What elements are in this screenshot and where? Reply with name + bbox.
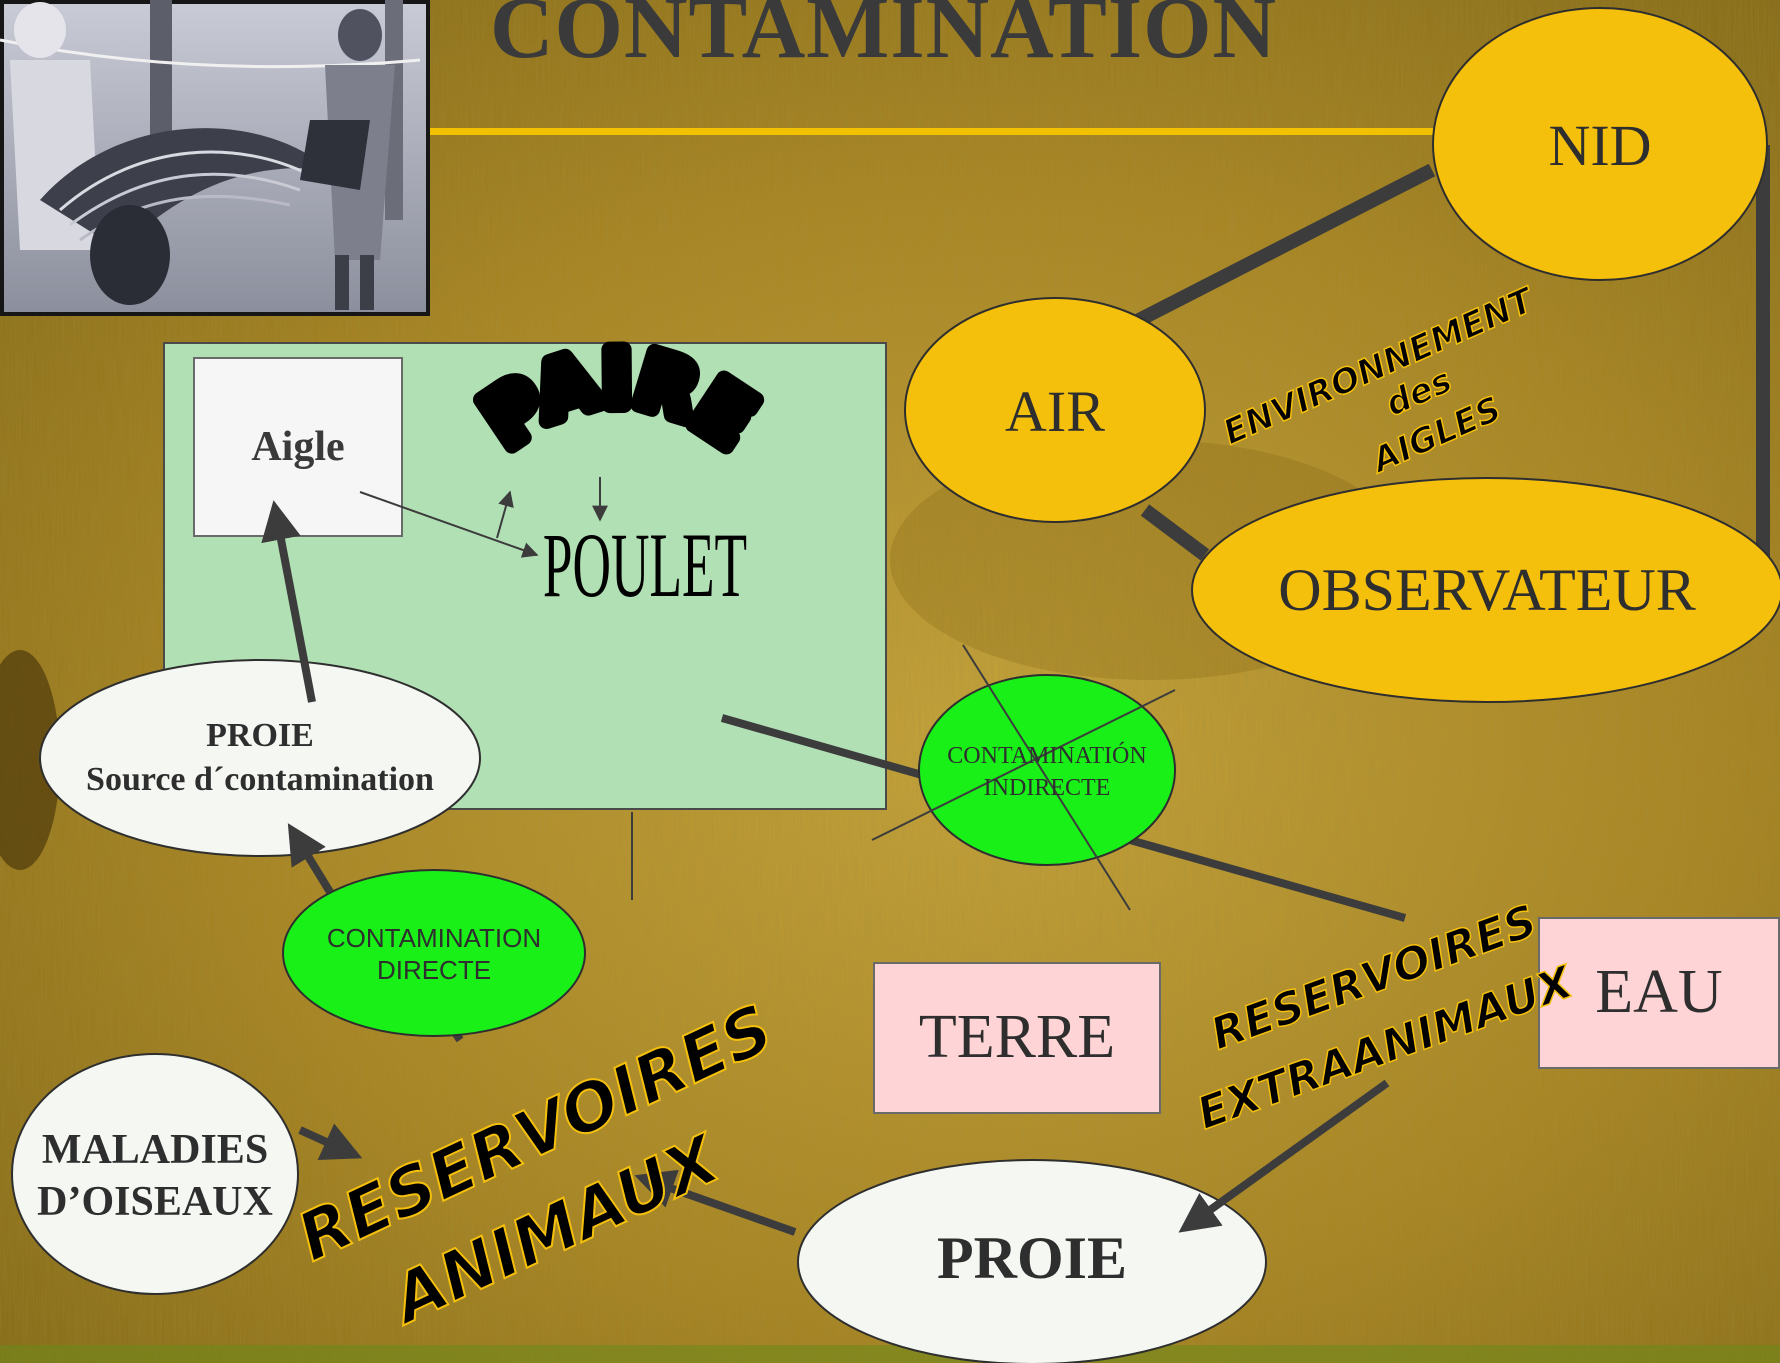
contamination-directe-line2: DIRECTE bbox=[376, 955, 492, 985]
connector-paire-indirecte bbox=[720, 714, 924, 779]
proie-source-line1: PROIE bbox=[206, 717, 314, 754]
proie-source-node bbox=[39, 659, 481, 857]
terre-label: TERRE bbox=[918, 1003, 1116, 1071]
observateur-label: OBSERVATEUR bbox=[1278, 557, 1696, 623]
observateur-node bbox=[1191, 477, 1780, 703]
connector-air-observateur bbox=[1140, 504, 1210, 561]
maladies-label: MALADIES D’OISEAUX bbox=[12, 1124, 298, 1228]
connector-nid-air bbox=[1096, 163, 1436, 347]
contamination-indirecte-line2: INDIRECTE bbox=[983, 775, 1111, 801]
reservoires-animaux-wordart: RESERVOIRES ANIMAUX bbox=[285, 989, 785, 1342]
arrow-proie-reservoires bbox=[634, 1169, 797, 1236]
contamination-directe-node bbox=[282, 869, 586, 1037]
proie-source-line2: Source d´contamination bbox=[86, 761, 434, 798]
arrow-directe-proie bbox=[287, 823, 334, 895]
arrow-maladies-reservoires bbox=[298, 1123, 363, 1160]
contamination-indirecte-label: CONTAMINATIÓN INDIRECTE bbox=[919, 740, 1175, 804]
contamination-indirecte-line1: CONTAMINATIÓN bbox=[947, 743, 1147, 769]
title-underline bbox=[430, 128, 1440, 135]
maladies-line2: D’OISEAUX bbox=[37, 1179, 273, 1225]
poulet-label: POULET bbox=[543, 515, 747, 617]
connector-indirecte-reservoires bbox=[1128, 836, 1407, 922]
strike-line-2 bbox=[871, 689, 1176, 841]
air-node bbox=[904, 297, 1206, 523]
eau-box bbox=[1538, 917, 1780, 1069]
air-label: AIR bbox=[1005, 379, 1105, 444]
eagle-photo-icon bbox=[0, 0, 430, 316]
eau-label: EAU bbox=[1595, 958, 1723, 1026]
contamination-directe-line1: CONTAMINATION bbox=[326, 923, 542, 953]
slide-title: CONTAMINATION bbox=[490, 0, 1278, 77]
proie-node bbox=[797, 1159, 1267, 1363]
arrow-reservoires-proie bbox=[1178, 1079, 1390, 1233]
proie-source-label: PROIE Source d´contamination bbox=[40, 714, 480, 802]
nid-label: NID bbox=[1548, 113, 1652, 178]
nid-node bbox=[1432, 7, 1768, 281]
arrow-proie-aigle bbox=[261, 500, 316, 703]
arrow-aigle-poulet bbox=[359, 491, 539, 558]
paire-label: PAIRE bbox=[466, 334, 770, 465]
aigle-label: Aigle bbox=[251, 424, 345, 470]
contamination-directe-label: CONTAMINATION DIRECTE bbox=[283, 922, 585, 986]
maladies-node bbox=[11, 1053, 299, 1295]
proie-label: PROIE bbox=[936, 1225, 1128, 1291]
strike-line-1 bbox=[962, 644, 1131, 911]
reservoires-extra-wordart: RESERVOIRES EXTRAANIMAUX bbox=[1190, 895, 1582, 1141]
arrow-poulet-paire bbox=[496, 490, 514, 539]
terre-box bbox=[873, 962, 1161, 1114]
maladies-line1: MALADIES bbox=[41, 1127, 269, 1173]
